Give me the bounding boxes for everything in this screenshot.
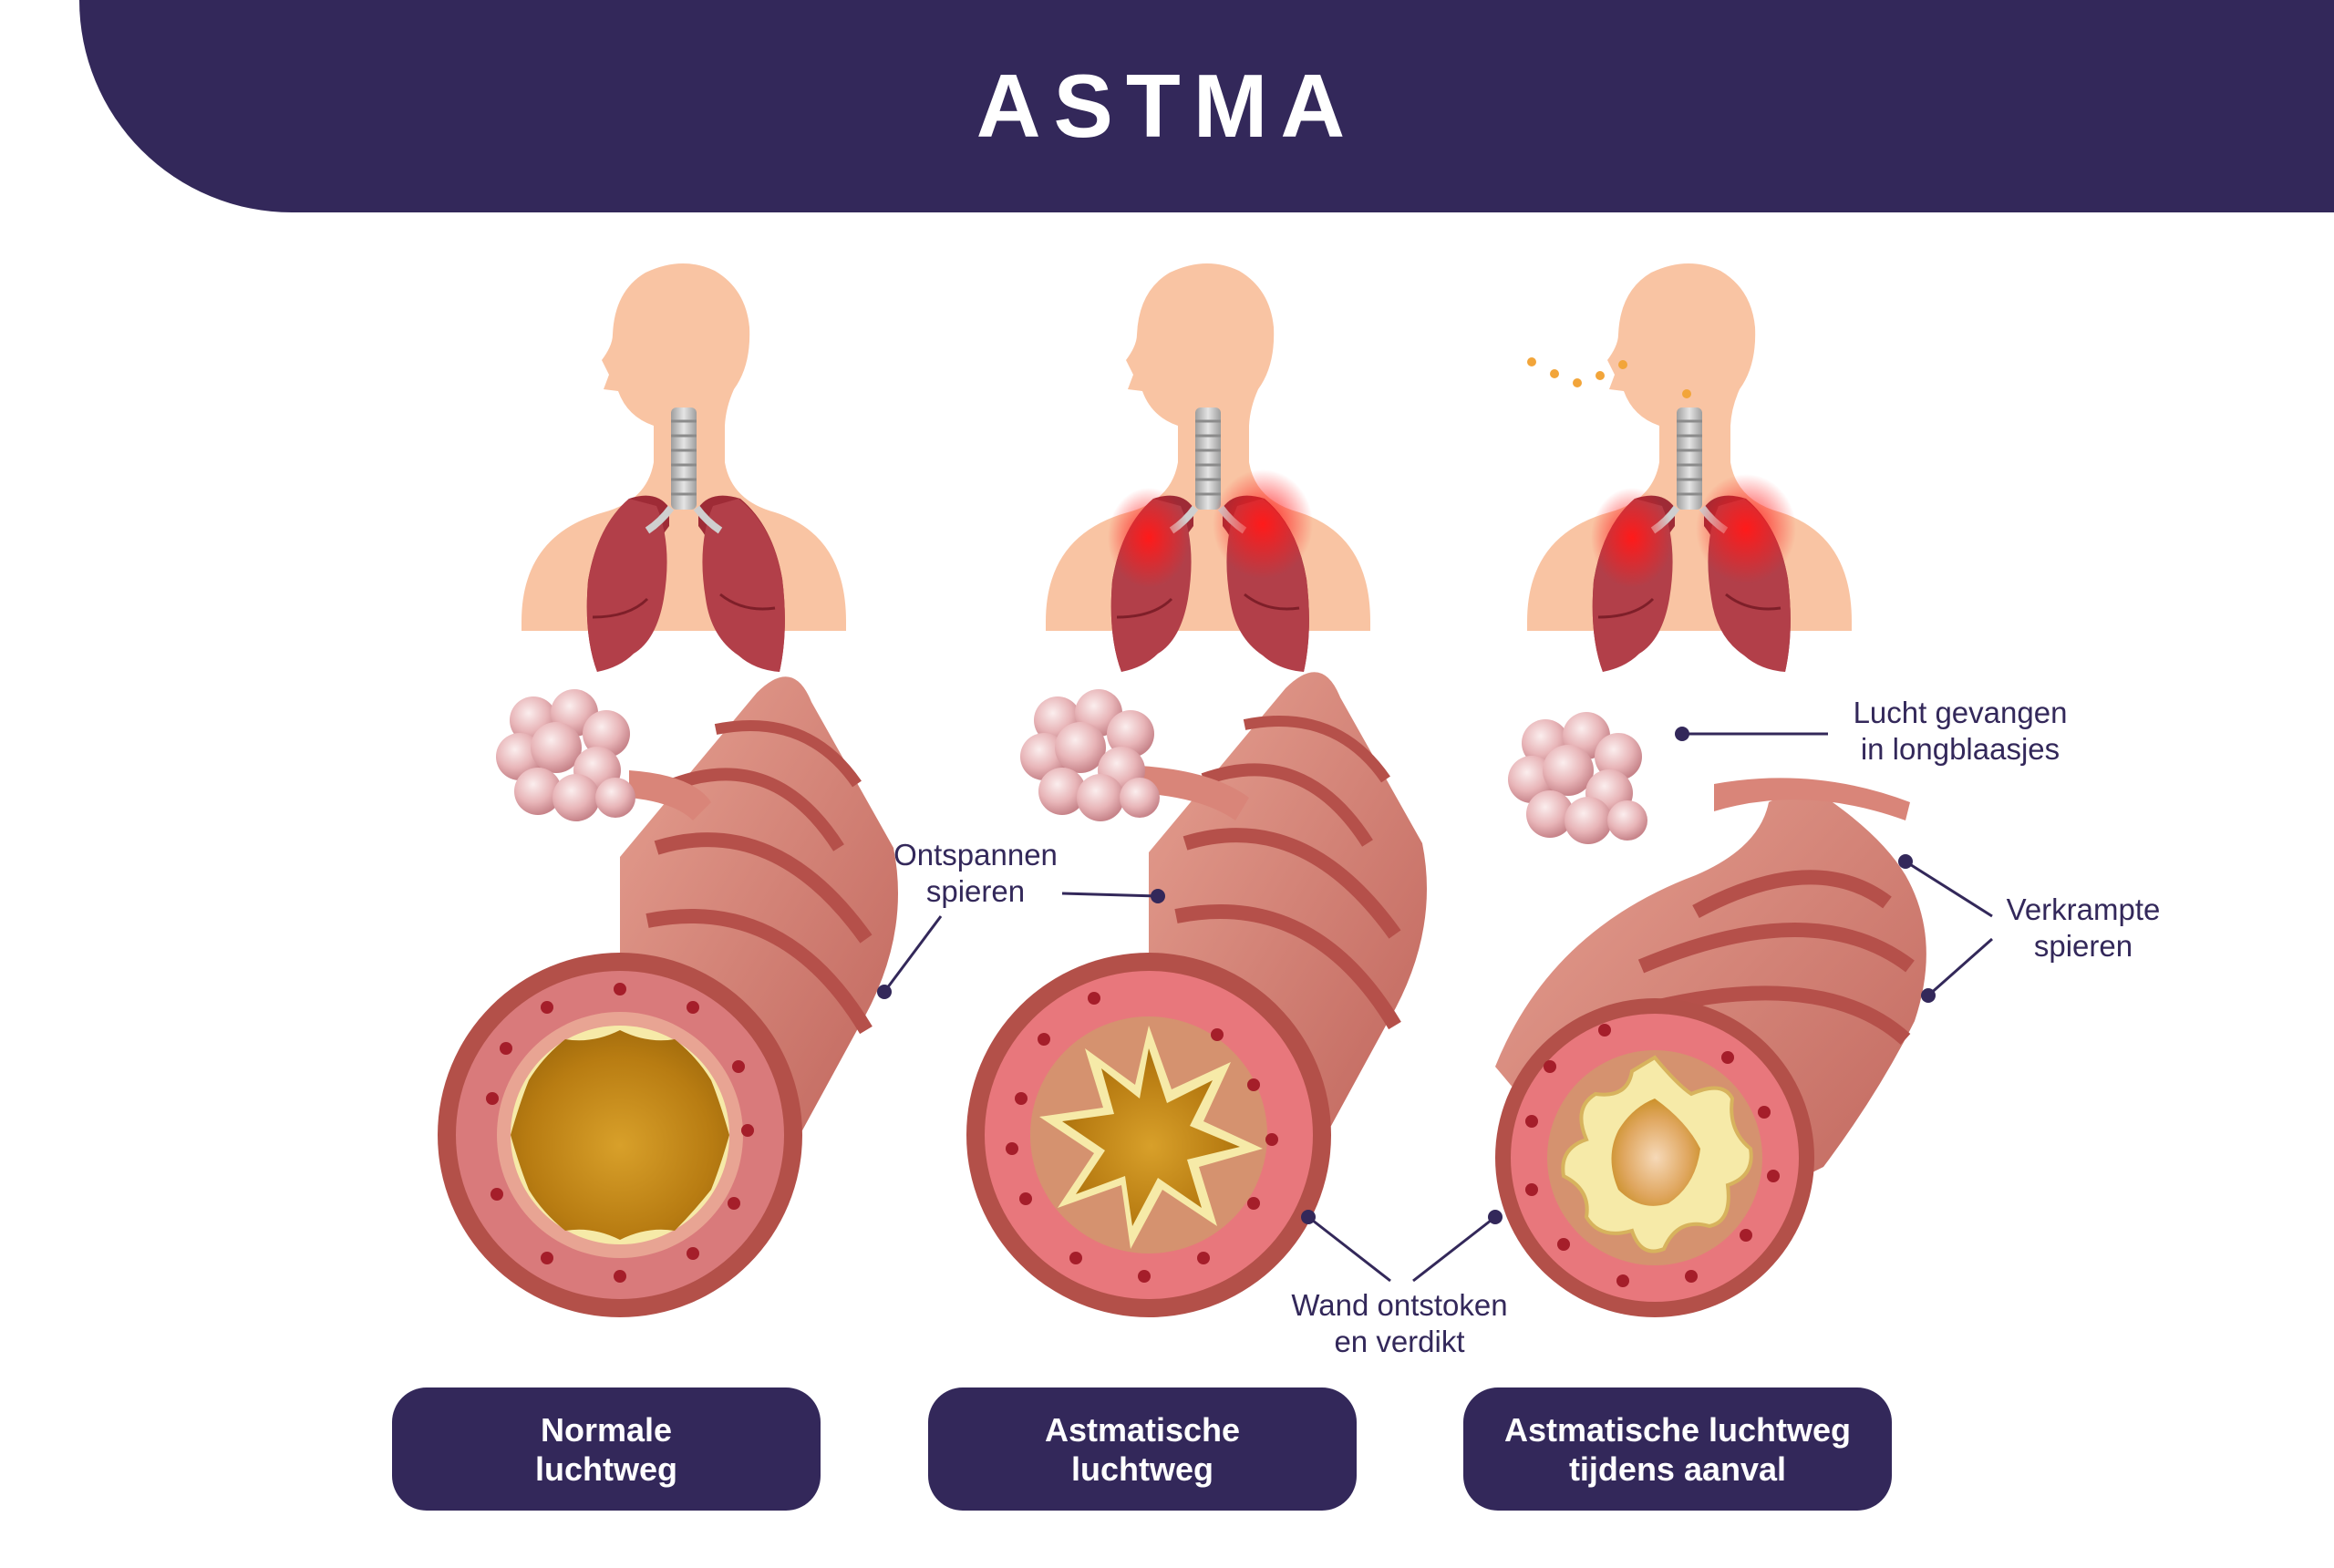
airway-normal <box>438 676 898 1317</box>
torso-attack <box>1527 263 1852 672</box>
torso-asthma <box>1046 263 1370 672</box>
page-title: ASTMA <box>976 56 1358 156</box>
caption-normal-airway: Normale luchtweg <box>392 1387 821 1511</box>
leader-lines <box>883 732 1993 1283</box>
header-banner <box>79 0 2334 212</box>
label-inflamed-wall: Wand ontstoken en verdikt <box>1291 1288 1508 1358</box>
airway-asthma <box>966 672 1427 1317</box>
inflammation-lungs-3 <box>1591 474 1796 588</box>
airway-attack <box>1495 712 1926 1317</box>
caption-attack-airway: Astmatische luchtweg tijdens aanval <box>1463 1387 1892 1511</box>
torso-normal <box>522 263 846 672</box>
label-cramped-muscles: Verkrampte spieren <box>2006 892 2161 963</box>
label-trapped-air: Lucht gevangen in longblaasjes <box>1853 696 2068 766</box>
leader-dots <box>877 727 1936 1224</box>
label-relaxed-muscles: Ontspannen spieren <box>893 838 1058 908</box>
inflammation-lungs-2 <box>1108 469 1313 588</box>
allergen-particles <box>1527 357 1691 398</box>
caption-asthmatic-airway: Astmatische luchtweg <box>928 1387 1357 1511</box>
